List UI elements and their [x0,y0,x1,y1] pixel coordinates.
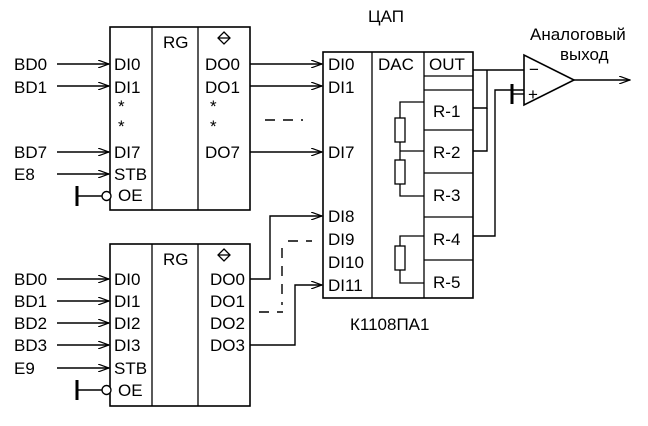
analog-output-label-2: выход [560,45,609,64]
opamp-minus: − [529,60,539,79]
dac-in-di9: DI9 [328,230,354,249]
signal-bottom-bd2: BD2 [14,314,47,333]
resistor-network-icon [394,101,424,284]
rt-out-star2: * [210,117,217,136]
rb-out-do1: DO1 [210,292,245,311]
signal-bottom-e9: E9 [14,359,35,378]
dac-title: ЦАП [368,7,404,26]
rb-in-di0: DI0 [114,270,140,289]
signal-bottom-bd0: BD0 [14,270,47,289]
dac-r5: R-5 [433,273,460,292]
rt-out-do1: DO1 [205,78,240,97]
dac-in-di8: DI8 [328,207,354,226]
dac-in-di1: DI1 [328,78,354,97]
wire-bottom-do0 [250,216,322,280]
rb-out-do0: DO0 [210,270,245,289]
dac-r4: R-4 [433,230,460,249]
wire-feedback-a [473,70,488,109]
dac-out-label: OUT [429,55,465,74]
dac-in-di7: DI7 [328,143,354,162]
dac-r2: R-2 [433,143,460,162]
ground-opamp-icon [510,84,524,104]
opamp-plus: + [528,85,538,104]
signal-bottom-bd3: BD3 [14,336,47,355]
rb-out-do2: DO2 [210,314,245,333]
rt-in-di7: DI7 [114,143,140,162]
register-top: RG DI0 DI1 * * DI7 STB OE DO0 DO1 * * DO… [109,26,251,211]
analog-output-label: Аналоговый [530,25,626,44]
dac-r1: R-1 [433,102,460,121]
rt-out-do7: DO7 [205,143,240,162]
rb-in-di3: DI3 [114,336,140,355]
dac-in-di0: DI0 [328,55,354,74]
dac-in-di11: DI11 [328,276,363,295]
signal-top-bd0: BD0 [14,55,47,74]
rt-in-di1: DI1 [114,78,140,97]
wire-feedback-b [473,108,488,152]
dac-chip: DAC OUT DI0 DI1 DI7 DI8 DI9 DI10 DI11 R-… [322,51,474,299]
rb-in-di1: DI1 [114,292,140,311]
ground-top-icon [75,186,112,206]
dac-in-di10: DI10 [328,253,364,272]
rt-in-di0: DI0 [114,55,140,74]
register-top-diamond-icon [217,31,231,45]
chip-name: К1108ПА1 [350,315,429,334]
dac-name: DAC [378,55,414,74]
rt-out-do0: DO0 [205,55,240,74]
rb-in-oe: OE [118,381,143,400]
rt-in-star2: * [118,117,125,136]
register-bottom-diamond-icon [217,248,231,262]
ground-bottom-icon [75,380,112,400]
opamp-icon: − + [523,53,576,107]
rt-in-star1: * [118,97,125,116]
rt-in-stb: STB [114,165,147,184]
rb-out-do3: DO3 [210,336,245,355]
dac-r3: R-3 [433,186,460,205]
wire-feedback-c [473,89,524,237]
rt-out-star1: * [210,97,217,116]
register-bottom-name: RG [163,250,189,269]
signal-bottom-bd1: BD1 [14,292,47,311]
wire-bottom-do3 [250,285,322,346]
rt-in-oe: OE [118,186,143,205]
rb-in-di2: DI2 [114,314,140,333]
register-bottom: RG DI0 DI1 DI2 DI3 STB OE DO0 DO1 DO2 DO… [109,243,251,407]
register-top-name: RG [163,33,189,52]
signal-top-bd1: BD1 [14,78,47,97]
signal-top-e8: E8 [14,165,35,184]
signal-top-bd7: BD7 [14,143,47,162]
rb-in-stb: STB [114,359,147,378]
